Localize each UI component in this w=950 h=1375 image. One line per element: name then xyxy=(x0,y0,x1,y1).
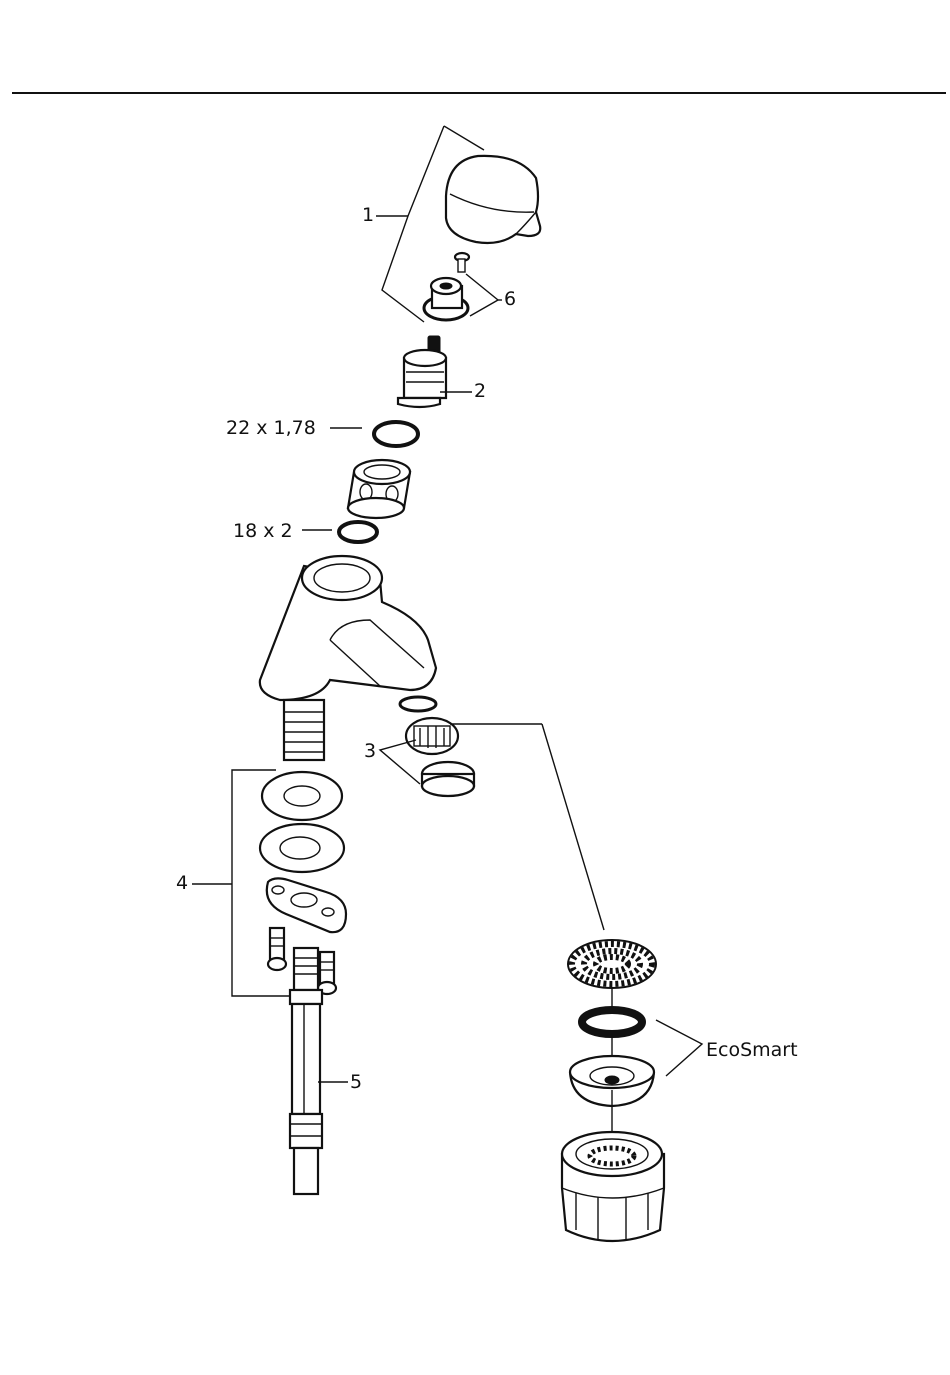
bolt-left-part xyxy=(268,928,286,970)
callout-3-group: 3 xyxy=(364,724,604,930)
oring-large-group: 22 x 1,78 xyxy=(226,417,418,446)
callout-5-label: 5 xyxy=(350,1071,362,1093)
fixing-plate-part xyxy=(267,878,346,932)
cartridge-part xyxy=(398,336,446,407)
adapter-cap-part xyxy=(424,278,468,320)
ecosmart-callout-group: EcoSmart xyxy=(656,1020,798,1076)
callout-4-label: 4 xyxy=(176,872,188,894)
oring-small-label: 18 x 2 xyxy=(233,520,293,542)
callout-1-label: 1 xyxy=(362,204,374,226)
aerator-seal-part xyxy=(400,697,436,711)
callout-2-label: 2 xyxy=(474,380,486,402)
ecosmart-label: EcoSmart xyxy=(706,1039,798,1061)
washer-upper-part xyxy=(262,772,342,820)
callout-6-label: 6 xyxy=(504,288,516,310)
oring-large-part xyxy=(374,422,418,446)
callout-3-label: 3 xyxy=(364,740,376,762)
mesh-screen-part xyxy=(568,940,656,988)
connection-hose-part xyxy=(290,948,322,1194)
callout-5-group: 5 xyxy=(318,1071,362,1093)
aerator-housing-part xyxy=(422,762,474,796)
aerator-body-part xyxy=(562,1132,664,1241)
callout-6-group: 6 xyxy=(466,274,516,316)
oring-small-part xyxy=(339,522,377,542)
screw-part xyxy=(455,253,469,272)
flow-limiter-ring-part xyxy=(582,1010,642,1034)
sleeve-part xyxy=(348,460,410,518)
handle-part xyxy=(446,156,540,243)
tail-pipe-part xyxy=(284,700,324,760)
oring-small-group: 18 x 2 xyxy=(233,520,377,542)
bolt-right-part xyxy=(318,952,336,994)
washer-lower-part xyxy=(260,824,344,872)
tap-body-part xyxy=(260,556,436,700)
oring-large-label: 22 x 1,78 xyxy=(226,417,316,439)
